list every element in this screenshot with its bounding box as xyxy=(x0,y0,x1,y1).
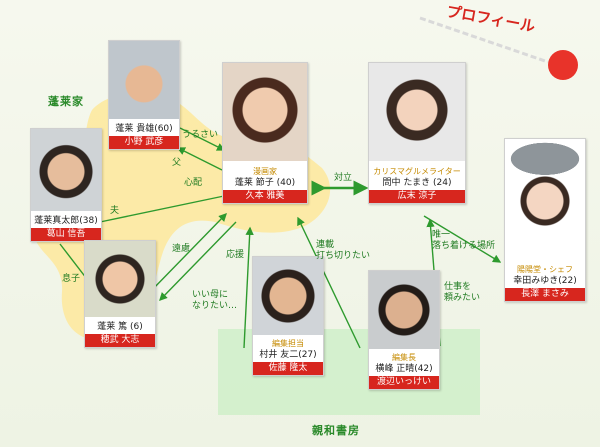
card-setsuko[interactable]: 漫画家 蓬莱 節子 (40) 久本 雅美 xyxy=(222,62,308,204)
profile-wand-tip xyxy=(548,50,578,80)
arrow-takao-to-setsuko xyxy=(179,127,226,151)
card-takao[interactable]: 蓬莱 貴雄(60) 小野 武彦 xyxy=(108,40,180,150)
actor-masaharu: 渡辺いっけい xyxy=(369,376,439,389)
label-shinpai: 心配 xyxy=(184,178,203,188)
photo-atsushi xyxy=(85,241,155,317)
arrow-yuiitsu xyxy=(423,215,502,263)
arrow-iihaha xyxy=(159,221,237,302)
name-setsuko: 蓬莱 節子 (40) xyxy=(234,178,296,188)
label-enryo: 遠慮 xyxy=(172,244,191,254)
label-yuiitsu: 唯一 落ち着ける場所 xyxy=(432,230,496,251)
label-iihaha: いい母に なりたい… xyxy=(192,290,238,311)
photo-masaharu xyxy=(369,271,439,349)
card-miyuki[interactable]: 陽陽堂・シェフ 幸田みゆき(22) 長澤 まさみ xyxy=(504,138,586,302)
photo-setsuko xyxy=(223,63,307,161)
label-renzai: 連載 打ち切りたい xyxy=(316,240,371,261)
card-tomoji[interactable]: 編集担当 村井 友二(27) 佐藤 隆太 xyxy=(252,256,324,376)
name-shintaro: 蓬莱真太郎(38) xyxy=(34,216,98,226)
name-masaharu: 横峰 正晴(42) xyxy=(375,364,433,374)
name-tomoji: 村井 友二(27) xyxy=(259,350,317,360)
photo-miyuki xyxy=(505,139,585,263)
label-ouen: 応援 xyxy=(226,250,245,260)
photo-shintaro xyxy=(31,129,101,211)
label-chichi: 父 xyxy=(172,158,182,168)
role-setsuko: 漫画家 xyxy=(253,167,277,176)
arrow-renzai xyxy=(297,216,361,349)
role-miyuki: 陽陽堂・シェフ xyxy=(517,265,573,274)
role-masaharu: 編集長 xyxy=(392,353,416,362)
arrow-setsuko-to-takao xyxy=(176,147,223,171)
card-atsushi[interactable]: 蓬莱 篤 (6) 穂武 大志 xyxy=(84,240,156,348)
profile-wand xyxy=(419,16,549,64)
arrow-enryo xyxy=(149,212,227,293)
actor-miyuki: 長澤 まさみ xyxy=(505,288,585,301)
label-musuko: 息子 xyxy=(62,274,81,284)
actor-setsuko: 久本 雅美 xyxy=(223,190,307,203)
actor-takao: 小野 武彦 xyxy=(109,136,179,149)
name-tamaki: 問中 たまき (24) xyxy=(382,178,452,188)
label-otto: 夫 xyxy=(110,206,120,216)
photo-tomoji xyxy=(253,257,323,335)
role-tomoji: 編集担当 xyxy=(272,339,304,348)
label-tairitsu: 対立 xyxy=(334,173,353,183)
line-husband xyxy=(99,195,225,223)
family-group-label: 蓬莱家 xyxy=(48,95,84,108)
actor-tomoji: 佐藤 隆太 xyxy=(253,362,323,375)
card-masaharu[interactable]: 編集長 横峰 正晴(42) 渡辺いっけい xyxy=(368,270,440,390)
publisher-group-label: 親和書房 xyxy=(312,424,360,437)
actor-atsushi: 穂武 大志 xyxy=(85,334,155,347)
label-shigoto: 仕事を 頼みたい xyxy=(444,282,481,303)
card-tamaki[interactable]: カリスマグルメライター 問中 たまき (24) 広末 涼子 xyxy=(368,62,466,204)
arrow-ouen xyxy=(243,226,254,349)
label-urusai: うるさい xyxy=(182,130,219,140)
actor-tamaki: 広末 涼子 xyxy=(369,190,465,203)
role-tamaki: カリスマグルメライター xyxy=(373,167,461,176)
name-atsushi: 蓬莱 篤 (6) xyxy=(97,322,143,332)
name-takao: 蓬莱 貴雄(60) xyxy=(115,124,173,134)
photo-takao xyxy=(109,41,179,119)
photo-tamaki xyxy=(369,63,465,161)
actor-shintaro: 葛山 信吾 xyxy=(31,228,101,241)
card-shintaro[interactable]: 蓬莱真太郎(38) 葛山 信吾 xyxy=(30,128,102,242)
name-miyuki: 幸田みゆき(22) xyxy=(513,276,577,286)
